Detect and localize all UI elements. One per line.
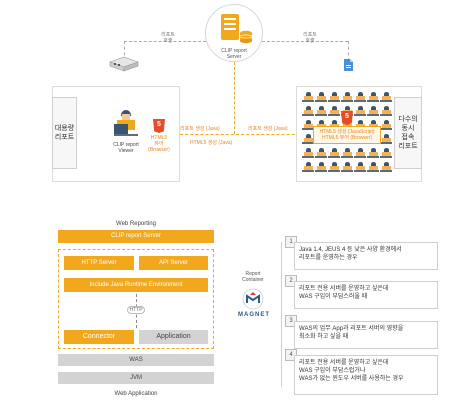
user-seat-icon — [380, 120, 392, 130]
http-label: HTTP — [127, 306, 145, 314]
user-seat-icon — [367, 148, 379, 158]
api-server-block: API Server — [139, 256, 208, 270]
user-seat-icon — [328, 106, 340, 116]
arrow-label-right: 리포트 생성 (Java) — [248, 126, 288, 132]
user-seat-icon — [367, 162, 379, 172]
step-text: WAS 구입이 부담스럽거나 — [299, 368, 366, 374]
report-server-circle — [205, 4, 263, 62]
user-seat-icon — [302, 134, 314, 144]
user-seat-icon — [302, 148, 314, 158]
runtime-block: Include Java Runtime Environment — [64, 278, 208, 292]
user-seat-icon — [328, 148, 340, 158]
connector-center-vertical — [234, 62, 235, 134]
database-icon — [239, 30, 253, 44]
application-block: Application — [139, 330, 208, 344]
user-seat-icon — [315, 148, 327, 158]
user-seat-icon — [302, 106, 314, 116]
server-container — [58, 249, 214, 349]
user-seat-icon — [354, 92, 366, 102]
user-seat-icon — [341, 148, 353, 158]
html5-logo-icon-left: 5 — [153, 119, 165, 133]
step-text: WAS가 없는 윈도우 서버를 사용하는 경우 — [299, 376, 404, 382]
arch-footer: Web Application — [114, 391, 158, 397]
user-seat-icon — [328, 92, 340, 102]
user-seat-icon — [367, 92, 379, 102]
connector-center-horizontal — [170, 134, 310, 135]
arrow-label-mid: HTML5 생성 (Java) — [190, 140, 233, 146]
user-seat-icon — [315, 92, 327, 102]
user-seat-icon — [302, 92, 314, 102]
user-seat-icon — [367, 106, 379, 116]
user-seat-icon — [302, 120, 314, 130]
report-server-bar: CLIP report Server — [58, 230, 214, 243]
step-text: 리포트를 운영하는 경우 — [299, 255, 358, 261]
user-seat-icon — [380, 162, 392, 172]
user-seat-icon — [341, 162, 353, 172]
step-box: 리포트 전용 서버를 운영하고 싶은데 WAS 구입이 부담스러울 때 — [294, 281, 438, 309]
jvm-bar: JVM — [58, 372, 214, 384]
user-seat-icon — [302, 162, 314, 172]
magnet-logo-text: MAGNET — [238, 312, 270, 318]
step-text: WAS 구입이 부담스러울 때 — [299, 294, 368, 300]
user-seat-icon — [328, 162, 340, 172]
step-box: 리포트 전용 서버를 운영하고 싶은데 WAS 구입이 부담스럽거나 WAS가 없는… — [294, 355, 438, 395]
viewer-user-avatar — [114, 110, 138, 136]
user-seat-icon — [341, 92, 353, 102]
http-server-block: HTTP Server — [64, 256, 134, 270]
user-seat-icon — [380, 106, 392, 116]
connector-right-vertical — [348, 41, 349, 61]
html5-logo-icon-right: 5 — [341, 111, 353, 125]
server-rack-icon — [109, 56, 139, 72]
arch-title: Web Reporting — [116, 221, 156, 227]
user-seat-icon — [380, 92, 392, 102]
step-text: 최소화 하고 싶을 때 — [299, 334, 349, 340]
step-text: 리포트 전용 서버를 운영하고 싶은데 — [299, 286, 389, 292]
user-seat-icon — [354, 162, 366, 172]
user-seat-icon — [315, 106, 327, 116]
user-seat-icon — [315, 162, 327, 172]
user-seat-icon — [354, 148, 366, 158]
user-seat-icon — [380, 134, 392, 144]
step-text: 리포트 전용 서버를 운영하고 싶은데 — [299, 360, 389, 366]
step-text: Java 1.4, JEUS 4 등 낮은 사양 환경에서 — [299, 247, 402, 253]
step-text: WAS의 업무 App과 리포트 서버의 영향을 — [299, 326, 404, 332]
document-icon — [344, 59, 353, 71]
user-seat-icon — [380, 148, 392, 158]
connector-left-vertical — [124, 41, 125, 61]
user-seat-icon — [354, 106, 366, 116]
was-bar: WAS — [58, 354, 214, 366]
magnet-logo-icon — [242, 288, 264, 310]
html5-generation-box: HTML5 생성 (JavaScript)HTML5 뷰어 (Browser) — [313, 126, 381, 144]
connector-right-horizontal — [262, 41, 348, 42]
connector-block: Connector — [64, 330, 134, 344]
server-icon — [221, 14, 239, 40]
connector-left-horizontal — [124, 41, 206, 42]
steps-connector-line — [281, 242, 282, 387]
arrow-label-left: 리포트 생성 (Java) — [180, 126, 220, 132]
